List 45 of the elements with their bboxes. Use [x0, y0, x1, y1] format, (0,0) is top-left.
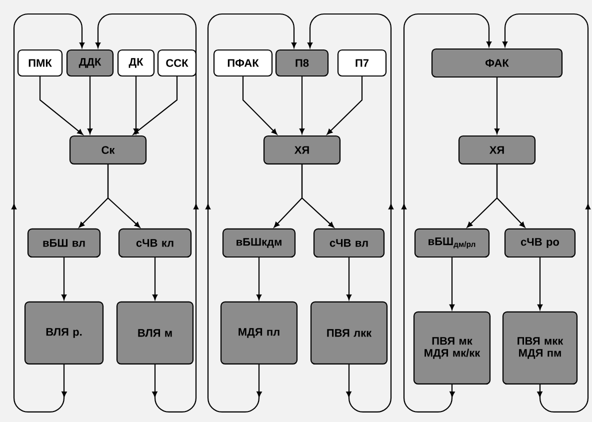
- arrow: [133, 76, 178, 135]
- process-box: ДДК: [66, 49, 114, 77]
- feedback-arrow: [205, 13, 297, 413]
- feedback-arrow: [307, 13, 394, 413]
- process-box: Ск: [69, 135, 147, 165]
- process-box: ВЛЯ р.: [24, 301, 104, 365]
- process-box: вБШкдм: [222, 228, 296, 258]
- process-box: сЧВ кл: [118, 228, 192, 258]
- feedback-arrow: [401, 13, 492, 413]
- arrow: [39, 76, 83, 135]
- arrow: [152, 258, 158, 300]
- feedback-arrow: [11, 13, 85, 413]
- process-box: МДЯ пл: [220, 301, 298, 365]
- process-box: ХЯ: [263, 135, 341, 165]
- process-box: сЧВ ро: [504, 228, 576, 258]
- arrow: [242, 76, 278, 135]
- process-box: вБШ$_{дм/рл}$: [414, 228, 490, 258]
- process-box: ПФАК: [213, 49, 273, 77]
- process-box: ДК: [117, 49, 155, 77]
- process-box: ПВЯ мк МДЯ мк/кк: [413, 311, 491, 385]
- process-box: ПВЯ мкк МДЯ пм: [502, 311, 578, 385]
- feedback-arrow: [95, 13, 199, 413]
- arrow: [87, 76, 93, 134]
- feedback-arrow: [502, 13, 591, 413]
- process-box: ССК: [157, 49, 197, 77]
- arrow: [494, 78, 500, 134]
- process-box: вБШ вл: [27, 228, 101, 258]
- arrow: [346, 258, 352, 300]
- arrow: [326, 76, 363, 135]
- arrow: [449, 258, 455, 310]
- arrow: [256, 258, 262, 300]
- process-box: ПВЯ лкк: [310, 301, 388, 365]
- arrow: [107, 164, 140, 228]
- process-box: ВЛЯ м: [116, 301, 194, 365]
- arrow: [299, 76, 305, 134]
- arrow: [496, 164, 526, 228]
- process-box: ФАК: [431, 48, 563, 78]
- process-box: сЧВ вл: [313, 228, 385, 258]
- process-box: ПМК: [17, 49, 63, 77]
- arrow: [537, 258, 543, 310]
- arrow: [61, 258, 67, 300]
- process-box: ХЯ: [458, 135, 536, 165]
- arrow: [301, 164, 334, 228]
- process-box: П7: [337, 49, 387, 77]
- process-box: П8: [275, 49, 329, 77]
